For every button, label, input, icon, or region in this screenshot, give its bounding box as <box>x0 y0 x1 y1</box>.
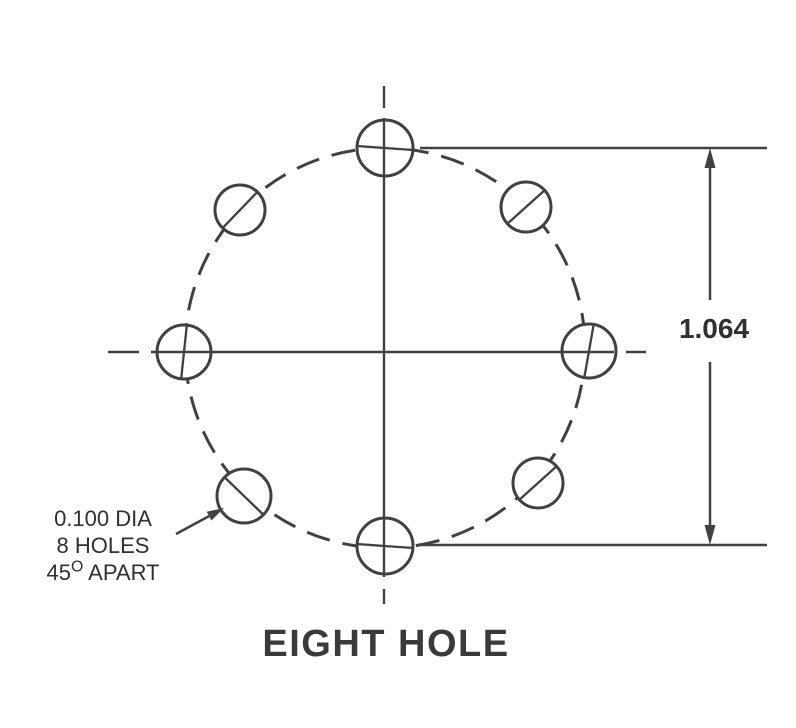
callout-line-hole-count: 8 HOLES <box>56 533 150 558</box>
callout-line-diameter: 0.100 DIA <box>54 506 152 531</box>
diagram-title: EIGHT HOLE <box>262 623 510 665</box>
hole-slot-lower-left <box>224 477 264 515</box>
hole-slot-right <box>583 325 595 377</box>
dimension-arrow-top-head <box>704 148 716 168</box>
leader-arrow-line <box>175 514 210 536</box>
hole-slot-bottom <box>358 542 412 550</box>
callout-spacing-value: 45 <box>46 560 71 585</box>
hole-slot-lower-right <box>519 466 557 500</box>
hole-slot-upper-right <box>507 190 545 224</box>
callout-line-spacing: 45O APART <box>24 559 182 586</box>
dimension-arrow-bottom-head <box>704 525 716 545</box>
dimension-value: 1.064 <box>668 313 760 345</box>
degree-symbol: O <box>70 558 84 576</box>
hole-callout: 0.100 DIA 8 HOLES 45O APART <box>24 505 182 586</box>
hole-slot-upper-left <box>222 192 258 228</box>
callout-spacing-rest: APART <box>83 560 160 585</box>
hole-slot-left <box>180 326 188 378</box>
leader-arrow-head <box>206 508 224 521</box>
hole-slot-top <box>358 144 412 152</box>
